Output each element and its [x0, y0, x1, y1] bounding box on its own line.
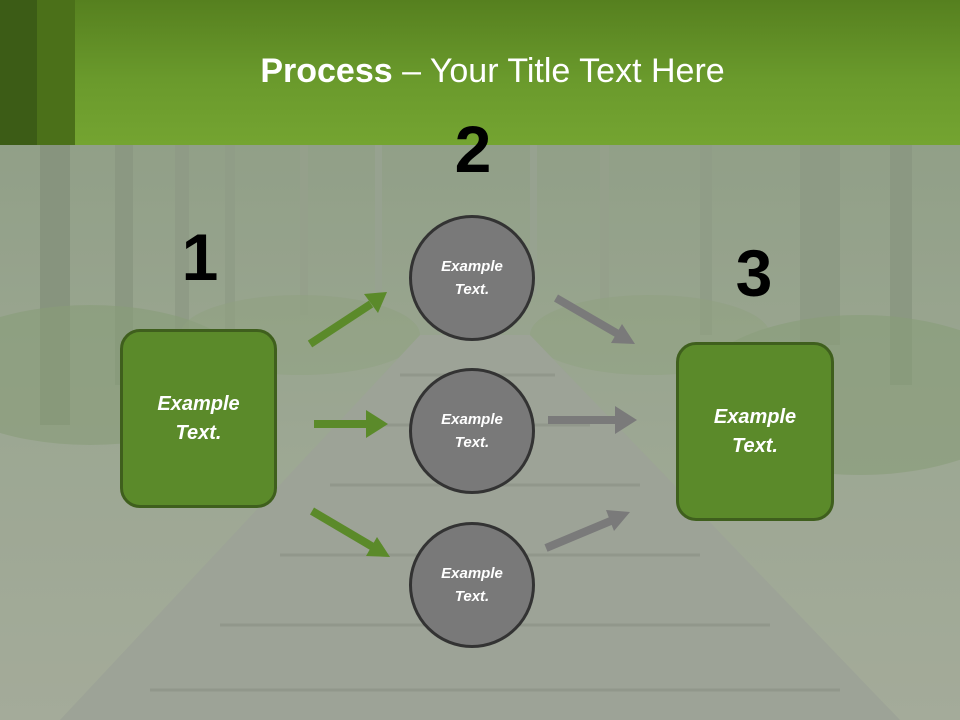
banner-accent-strip — [37, 0, 75, 145]
step-3-box[interactable]: Example Text. — [676, 342, 834, 521]
arrow-to-top-circle — [307, 292, 387, 348]
circle-middle-text: Example Text. — [441, 411, 503, 451]
step-number-1: 1 — [181, 220, 219, 294]
step-number-2: 2 — [454, 112, 492, 186]
circle-bottom-text: Example Text. — [441, 565, 503, 605]
arrow-to-middle-circle — [314, 410, 388, 438]
arrow-from-top-circle — [553, 294, 635, 344]
step-3-box-text: Example Text. — [713, 405, 797, 457]
arrow-from-bottom-circle — [544, 510, 630, 552]
title-bold-text: Process — [260, 52, 393, 90]
step-1-box-text: Example Text. — [157, 392, 240, 444]
step-2-circle-bottom[interactable]: Example Text. — [409, 522, 535, 648]
title-banner: Process – Your Title Text Here — [0, 0, 960, 145]
banner-accent-strip — [0, 0, 37, 145]
circle-top-text: Example Text. — [441, 258, 503, 298]
slide-title[interactable]: Process – Your Title Text Here — [0, 52, 960, 91]
step-2-circle-middle[interactable]: Example Text. — [409, 368, 535, 494]
arrow-from-middle-circle — [548, 406, 637, 434]
arrow-to-bottom-circle — [309, 507, 390, 557]
title-rest-text: – Your Title Text Here — [392, 52, 725, 90]
step-1-box[interactable]: Example Text. — [120, 329, 277, 508]
step-number-3: 3 — [735, 236, 773, 310]
step-2-circle-top[interactable]: Example Text. — [409, 215, 535, 341]
